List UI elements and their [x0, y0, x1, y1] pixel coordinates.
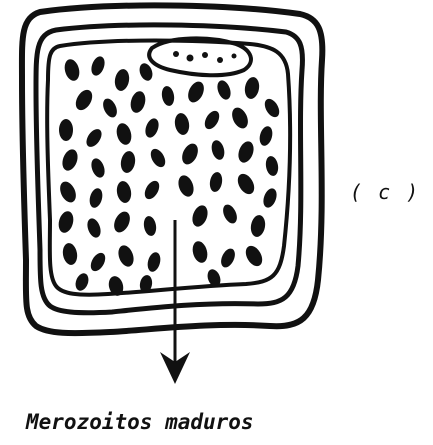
merozoite: [57, 179, 79, 205]
merozoite: [142, 178, 162, 201]
merozoite-group: [56, 55, 282, 298]
merozoite: [137, 61, 154, 82]
merozoite: [61, 242, 79, 266]
merozoite: [249, 214, 267, 238]
merozoite: [143, 117, 161, 140]
merozoite: [116, 243, 137, 268]
merozoite: [190, 203, 211, 228]
merozoite: [89, 157, 107, 180]
merozoite: [262, 96, 282, 119]
merozoite: [88, 187, 105, 209]
merozoite: [160, 85, 175, 107]
merozoite: [62, 58, 81, 83]
merozoite: [72, 87, 95, 113]
merozoite: [113, 68, 131, 92]
merozoite: [115, 180, 133, 204]
merozoite: [100, 96, 119, 119]
merozoite: [190, 240, 209, 265]
merozoite: [60, 147, 81, 172]
merozoite: [73, 271, 90, 292]
merozoite: [218, 246, 237, 269]
merozoite: [220, 202, 239, 225]
figure-caption: Merozoitos maduros: [26, 410, 254, 434]
merozoite: [83, 126, 104, 149]
merozoite: [242, 243, 265, 269]
merozoite: [234, 171, 257, 197]
merozoite: [146, 251, 163, 273]
merozoite: [229, 105, 251, 131]
residual-pigment-dots: [173, 51, 237, 63]
merozoite: [119, 150, 137, 174]
merozoite: [142, 215, 157, 237]
merozoite: [148, 146, 168, 169]
panel-label: ( c ): [350, 180, 420, 204]
merozoite: [128, 90, 147, 115]
merozoite: [111, 209, 133, 235]
merozoite: [179, 141, 201, 167]
merozoite: [208, 171, 223, 193]
merozoite: [85, 217, 103, 240]
merozoite: [202, 108, 222, 131]
merozoite: [176, 173, 197, 198]
merozoite: [56, 210, 75, 235]
merozoite: [236, 139, 257, 164]
merozoite: [261, 187, 279, 210]
merozoite: [114, 122, 133, 147]
merozoite: [89, 55, 107, 78]
merozoite: [173, 112, 191, 136]
merozoite: [88, 250, 108, 273]
merozoite: [258, 125, 275, 147]
merozoite: [59, 119, 73, 141]
merozoite: [264, 155, 279, 177]
merozoite: [243, 76, 261, 100]
merozoite: [210, 139, 227, 161]
merozoite: [215, 79, 233, 102]
merozoite: [185, 79, 207, 105]
